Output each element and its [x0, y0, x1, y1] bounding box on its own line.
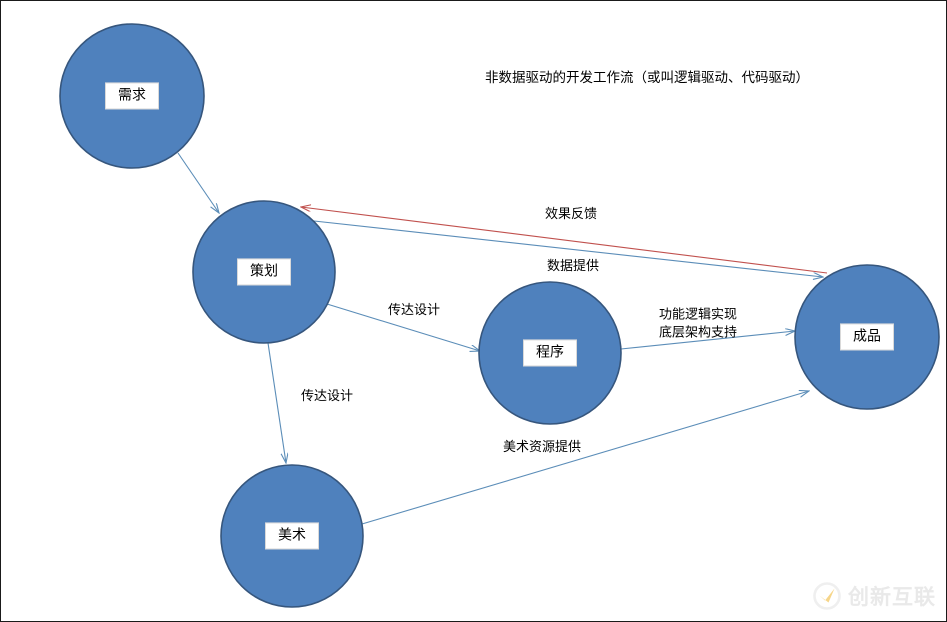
- edge-plan-to-product-data: [304, 219, 823, 277]
- edge-label-program-to-product: 功能逻辑实现 底层架构支持: [658, 307, 738, 340]
- node-label-product[interactable]: 成品: [840, 323, 894, 351]
- diagram-title: 非数据驱动的开发工作流（或叫逻辑驱动、代码驱动）: [485, 70, 809, 86]
- edge-art-to-product: [361, 391, 809, 525]
- edge-product-to-plan-feedback: [301, 207, 828, 274]
- edges-layer: [177, 152, 828, 525]
- edge-label-plan-to-program: 传达设计: [387, 303, 441, 319]
- check-circle-icon: [813, 582, 841, 610]
- nodes-layer: [59, 23, 940, 608]
- edge-label-plan-to-product-data: 数据提供: [546, 259, 600, 275]
- edge-plan-to-art: [267, 342, 286, 463]
- node-label-requirement[interactable]: 需求: [105, 82, 159, 110]
- node-label-program[interactable]: 程序: [523, 339, 577, 367]
- edge-label-art-to-product: 美术资源提供: [502, 440, 582, 456]
- edge-label-plan-to-art: 传达设计: [300, 389, 354, 405]
- watermark-text: 创新互联: [848, 585, 936, 609]
- edge-req-to-plan: [177, 152, 219, 213]
- watermark: 创新互联: [812, 581, 936, 611]
- edge-label-product-to-plan-feedback: 效果反馈: [544, 207, 598, 223]
- node-label-planning[interactable]: 策划: [237, 258, 291, 286]
- edge-plan-to-program: [326, 303, 480, 351]
- edge-program-to-product: [620, 331, 795, 350]
- node-label-art[interactable]: 美术: [265, 522, 319, 550]
